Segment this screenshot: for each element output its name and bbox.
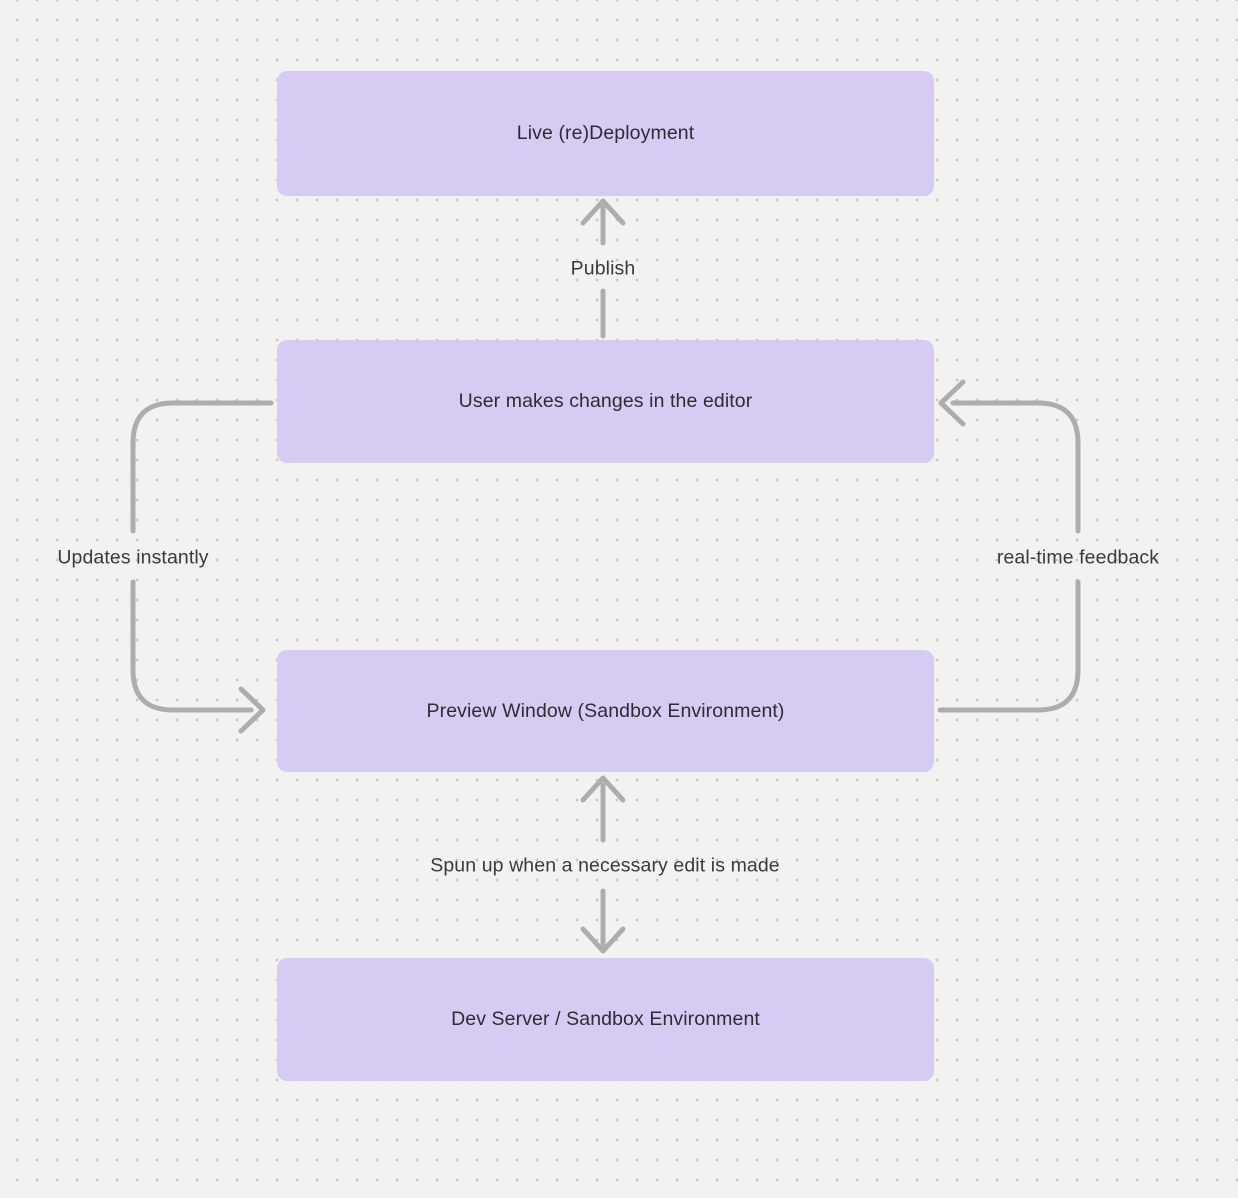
node-label: Preview Window (Sandbox Environment) (426, 699, 785, 722)
node-label: User makes changes in the editor (458, 390, 753, 412)
node-preview-window: Preview Window (Sandbox Environment) (277, 650, 934, 772)
edge-feedback-lower-segment (937, 579, 1081, 713)
node-live-redeployment: Live (re)Deployment (277, 71, 934, 196)
edge-label-publish: Publish (570, 257, 636, 280)
edge-updates-lower-segment (130, 579, 254, 713)
edge-label-spun-up: Spun up when a necessary edit is made (430, 854, 780, 877)
arrow-up-icon (580, 198, 626, 226)
arrow-left-icon (938, 379, 966, 427)
edge-label-updates-instantly: Updates instantly (57, 546, 209, 569)
arrow-down-icon (580, 926, 626, 954)
node-label: Dev Server / Sandbox Environment (451, 1008, 760, 1030)
arrow-right-icon (238, 686, 266, 734)
node-dev-server: Dev Server / Sandbox Environment (277, 958, 934, 1081)
edge-feedback-upper-segment (950, 400, 1081, 534)
arrow-up-icon (580, 775, 626, 803)
edge-updates-upper-segment (130, 400, 274, 534)
edge-label-realtime-feedback: real-time feedback (996, 546, 1160, 569)
node-label: Live (re)Deployment (516, 122, 695, 144)
node-user-editor: User makes changes in the editor (277, 340, 934, 463)
